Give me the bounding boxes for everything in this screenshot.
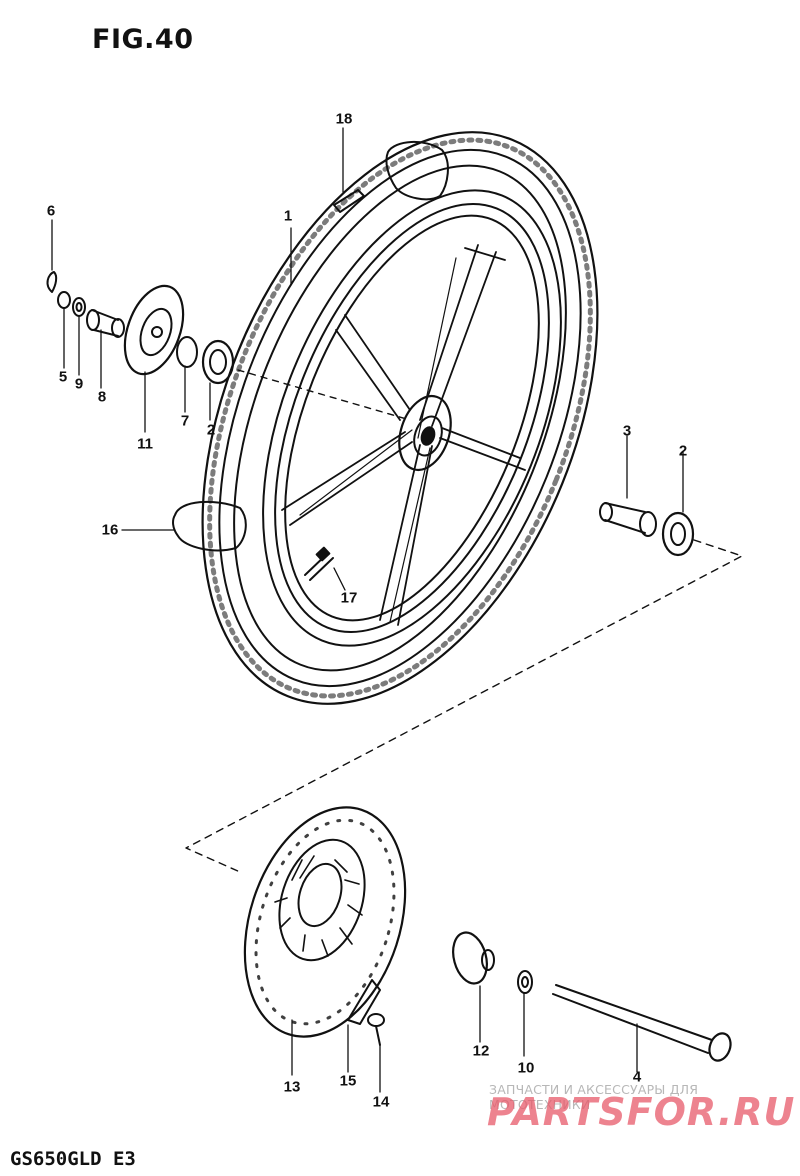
washer-10: [517, 970, 533, 994]
hub: [398, 395, 452, 471]
callout-11: 11: [137, 435, 153, 453]
callout-9: 9: [74, 375, 84, 393]
callout-2-right: 2: [678, 442, 688, 460]
figure-title: FIG.40: [92, 24, 194, 55]
callout-6: 6: [46, 202, 56, 220]
callout-2-left: 2: [206, 421, 216, 439]
callout-10: 10: [517, 1059, 535, 1077]
right-hub-parts: [185, 502, 743, 873]
callout-12: 12: [472, 1042, 490, 1060]
callout-15: 15: [339, 1072, 357, 1090]
lock-washer-15: [347, 979, 381, 1025]
callout-3: 3: [622, 422, 632, 440]
balance-weight-18: [333, 189, 365, 213]
callout-leaders: [51, 127, 684, 1093]
callout-17: 17: [340, 589, 358, 607]
callout-14: 14: [372, 1093, 390, 1111]
axle-4: [552, 984, 732, 1062]
brake-disc-13: [243, 806, 407, 1038]
callout-8: 8: [97, 388, 107, 406]
valve-17: [304, 546, 334, 581]
left-hub-parts: [46, 271, 411, 421]
callout-5: 5: [58, 368, 68, 386]
spokes: [281, 244, 526, 626]
disc-bolt-14: [367, 1013, 385, 1046]
model-code: GS650GLD E3: [10, 1148, 136, 1170]
rim: [262, 189, 562, 647]
callout-7: 7: [180, 412, 190, 430]
callout-4: 4: [632, 1068, 642, 1086]
callout-16: 16: [101, 521, 119, 539]
tire: [172, 131, 599, 705]
watermark-tagline: ЗАПЧАСТИ И АКСЕССУАРЫ ДЛЯ МОТОТЕХНИКИ: [489, 1082, 699, 1112]
callout-13: 13: [283, 1078, 301, 1096]
callout-18: 18: [335, 110, 353, 128]
callout-1: 1: [283, 207, 293, 225]
collar-12: [452, 931, 495, 985]
watermark-brand: PARTSFOR.RU: [487, 1090, 796, 1134]
